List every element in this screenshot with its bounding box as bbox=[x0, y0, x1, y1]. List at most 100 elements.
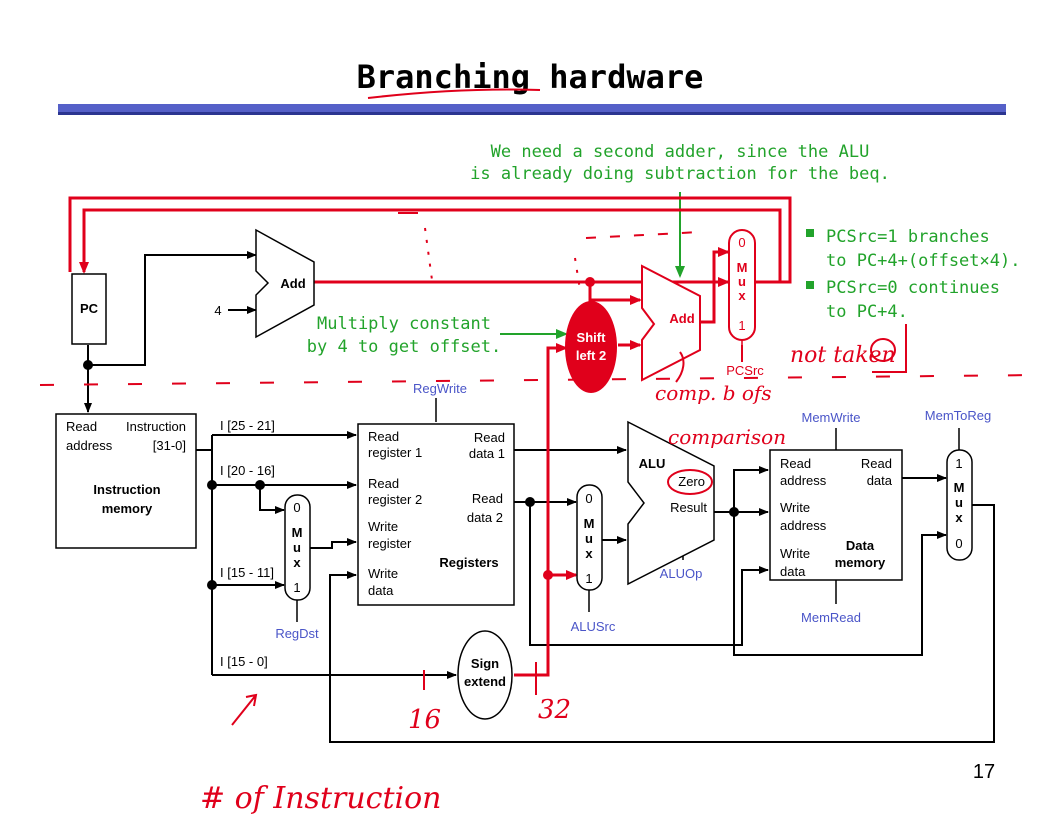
register-file bbox=[357, 423, 515, 606]
reg-wr-a: Write bbox=[368, 519, 398, 534]
alusrc-mux-u: u bbox=[585, 531, 593, 546]
alu-zero-label: Zero bbox=[678, 474, 705, 489]
im-bits: [31-0] bbox=[153, 438, 186, 453]
reg-rd2-a: Read bbox=[472, 491, 503, 506]
regdst-mux-1: 1 bbox=[293, 580, 300, 595]
black-junctions bbox=[83, 360, 739, 590]
pc-mux-u: u bbox=[738, 274, 746, 289]
reg-rr2-b: register 2 bbox=[368, 492, 422, 507]
hw-instruction-count: # of Instruction bbox=[200, 781, 442, 816]
field-25-21: I [25 - 21] bbox=[220, 418, 275, 433]
alusrc-label: ALUSrc bbox=[571, 619, 616, 634]
const-4-label: 4 bbox=[214, 303, 221, 318]
pc-register bbox=[71, 273, 107, 345]
pc-mux-x: x bbox=[738, 288, 746, 303]
memtoreg-mux-m: M bbox=[954, 480, 965, 495]
hw-16: 16 bbox=[408, 705, 441, 735]
aluop-label: ALUOp bbox=[660, 566, 703, 581]
bullet1-line2: to PC+4+(offset×4). bbox=[826, 251, 1020, 271]
reg-wd-b: data bbox=[368, 583, 394, 598]
bullet2-line1: PCSrc=0 continues bbox=[826, 278, 1000, 298]
branch-adder bbox=[641, 264, 701, 382]
memread-label: MemRead bbox=[801, 610, 861, 625]
dm-wa-a: Write bbox=[780, 500, 810, 515]
pc-mux-1: 1 bbox=[738, 318, 745, 333]
dm-wd-a: Write bbox=[780, 546, 810, 561]
adder-note-line2: is already doing subtraction for the beq… bbox=[470, 164, 890, 184]
sign-extend bbox=[457, 630, 513, 720]
alu-label: ALU bbox=[639, 456, 666, 471]
slide-number: 17 bbox=[973, 761, 995, 783]
sign-label-2: extend bbox=[464, 674, 506, 689]
dm-wd-b: data bbox=[780, 564, 806, 579]
memtoreg-mux-1: 1 bbox=[955, 456, 962, 471]
reg-rd1-a: Read bbox=[474, 430, 505, 445]
add2-label: Add bbox=[669, 311, 694, 326]
regdst-mux-m: M bbox=[292, 525, 303, 540]
dm-name-2: memory bbox=[835, 555, 886, 570]
red-junctions bbox=[543, 277, 595, 580]
alu-result-label: Result bbox=[670, 500, 707, 515]
hw-not-taken: not taken bbox=[790, 343, 896, 368]
regwrite-label: RegWrite bbox=[413, 381, 467, 396]
regdst-mux-x: x bbox=[293, 555, 301, 570]
reg-wd-a: Write bbox=[368, 566, 398, 581]
memtoreg-mux-x: x bbox=[955, 510, 963, 525]
regdst-mux bbox=[284, 494, 311, 601]
pc-src-mux bbox=[728, 229, 756, 341]
memtoreg-mux-u: u bbox=[955, 495, 963, 510]
pc-mux-m: M bbox=[737, 260, 748, 275]
alusrc-mux-0: 0 bbox=[585, 491, 592, 506]
field-20-16: I [20 - 16] bbox=[220, 463, 275, 478]
reg-rd2-b: data 2 bbox=[467, 510, 503, 525]
memtoreg-mux bbox=[946, 449, 973, 561]
shift-label-1: Shift bbox=[577, 330, 607, 345]
regdst-mux-u: u bbox=[293, 540, 301, 555]
dm-ra-b: address bbox=[780, 473, 827, 488]
adder-note-line1: We need a second adder, since the ALU bbox=[491, 142, 870, 162]
bullet-2-icon bbox=[806, 281, 814, 289]
memtoreg-mux-0: 0 bbox=[955, 536, 962, 551]
bullet-1-icon bbox=[806, 229, 814, 237]
memwrite-label: MemWrite bbox=[802, 410, 861, 425]
bullet2-line2: to PC+4. bbox=[826, 302, 908, 322]
reg-rd1-b: data 1 bbox=[469, 446, 505, 461]
dm-ra-a: Read bbox=[780, 456, 811, 471]
title-banner bbox=[58, 104, 1006, 115]
alusrc-mux-m: M bbox=[584, 516, 595, 531]
multiply-note-line1: Multiply constant bbox=[317, 314, 491, 334]
im-address: address bbox=[66, 438, 113, 453]
dm-name-1: Data bbox=[846, 538, 875, 553]
hw-32: 32 bbox=[538, 695, 571, 725]
pc-plus4-adder bbox=[255, 228, 315, 339]
memtoreg-label: MemToReg bbox=[925, 408, 991, 423]
pc-label: PC bbox=[80, 301, 99, 316]
dm-wa-b: address bbox=[780, 518, 827, 533]
alusrc-mux-1: 1 bbox=[585, 571, 592, 586]
alusrc-mux-x: x bbox=[585, 546, 593, 561]
add1-label: Add bbox=[280, 276, 305, 291]
reg-rr1-b: register 1 bbox=[368, 445, 422, 460]
shift-label-2: left 2 bbox=[576, 348, 606, 363]
im-name-1: Instruction bbox=[93, 482, 160, 497]
reg-rr1-a: Read bbox=[368, 429, 399, 444]
regdst-label: RegDst bbox=[275, 626, 319, 641]
bullet1-line1: PCSrc=1 branches bbox=[826, 227, 990, 247]
dm-rd-a: Read bbox=[861, 456, 892, 471]
im-read: Read bbox=[66, 419, 97, 434]
field-15-11: I [15 - 11] bbox=[220, 565, 274, 580]
multiply-note-line2: by 4 to get offset. bbox=[307, 337, 501, 357]
alu bbox=[627, 420, 715, 586]
field-15-0: I [15 - 0] bbox=[220, 654, 268, 669]
pcsrc-label: PCSrc bbox=[726, 363, 764, 378]
im-instruction: Instruction bbox=[126, 419, 186, 434]
sign-label-1: Sign bbox=[471, 656, 499, 671]
reg-rr2-a: Read bbox=[368, 476, 399, 491]
reg-wr-b: register bbox=[368, 536, 412, 551]
hw-comparison: comparison bbox=[668, 425, 786, 449]
instruction-memory bbox=[55, 413, 197, 549]
shift-left-2 bbox=[565, 301, 617, 393]
reg-name: Registers bbox=[439, 555, 498, 570]
title-underline-scribble bbox=[367, 88, 541, 99]
